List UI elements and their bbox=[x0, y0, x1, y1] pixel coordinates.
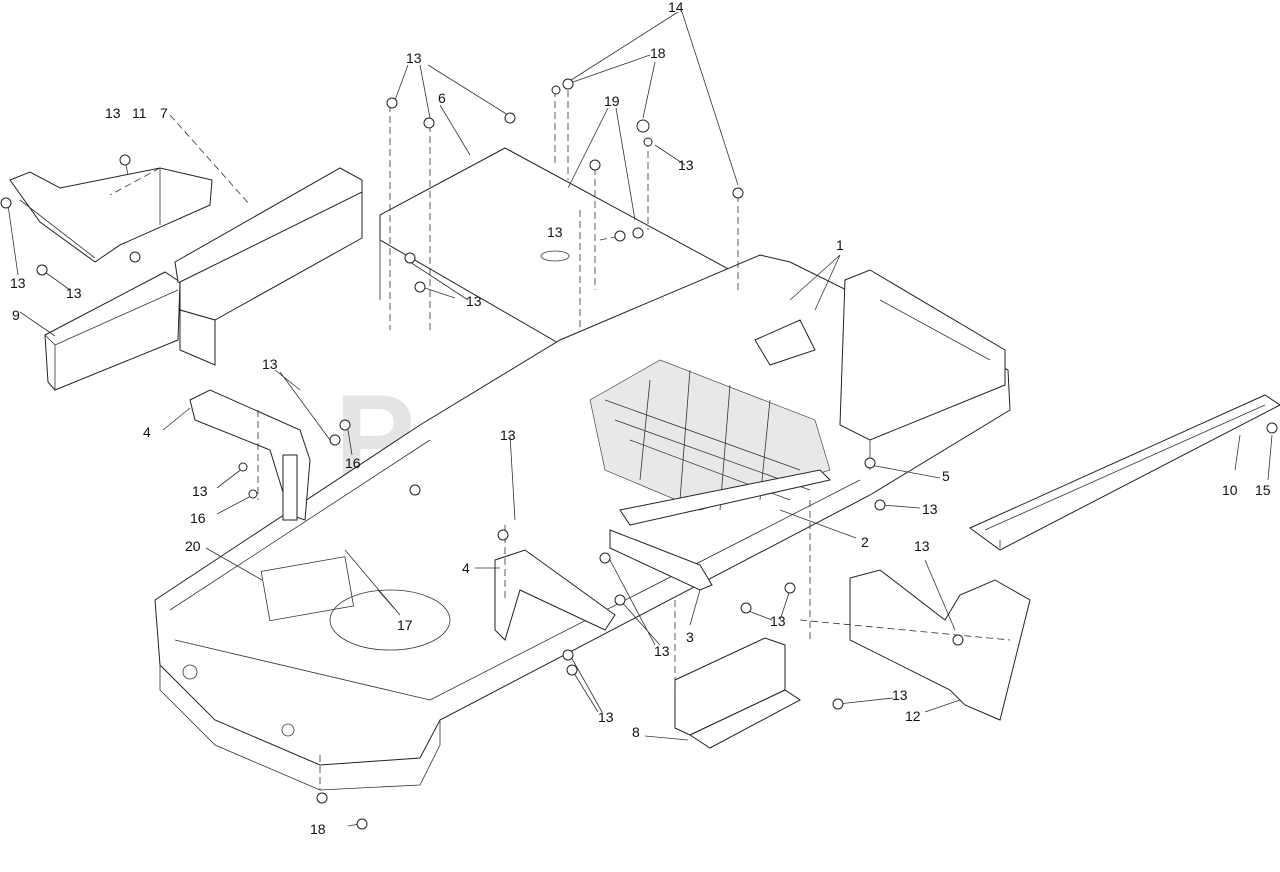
callout-13: 13 bbox=[892, 687, 908, 703]
callout-13: 13 bbox=[770, 613, 786, 629]
bolt bbox=[316, 792, 328, 804]
bolt bbox=[864, 457, 876, 469]
bolt bbox=[599, 552, 611, 564]
bolt bbox=[497, 529, 509, 541]
callout-8: 8 bbox=[632, 724, 640, 740]
callout-13: 13 bbox=[105, 105, 121, 121]
callout-13: 13 bbox=[262, 356, 278, 372]
part-1-bracket bbox=[754, 319, 816, 366]
bolt bbox=[0, 197, 12, 209]
bolt bbox=[238, 462, 248, 472]
part-9-lower-panel bbox=[44, 271, 181, 391]
callout-4: 4 bbox=[462, 560, 470, 576]
callout-3: 3 bbox=[686, 629, 694, 645]
bolt bbox=[409, 484, 421, 496]
callouts: 1 2 3 4 4 5 6 7 8 9 10 11 12 13 13 13 13… bbox=[10, 0, 1271, 837]
bolt bbox=[119, 154, 131, 166]
callout-14: 14 bbox=[668, 0, 684, 15]
bolt bbox=[36, 264, 48, 276]
part-3-arm bbox=[609, 529, 713, 591]
callout-16: 16 bbox=[190, 510, 206, 526]
bolt bbox=[952, 634, 964, 646]
bolt bbox=[562, 78, 574, 90]
callout-13: 13 bbox=[66, 285, 82, 301]
bolt bbox=[784, 582, 796, 594]
callout-18: 18 bbox=[310, 821, 326, 837]
callout-19: 19 bbox=[604, 93, 620, 109]
bolt bbox=[740, 602, 752, 614]
bolt bbox=[874, 499, 886, 511]
callout-13: 13 bbox=[500, 427, 516, 443]
callout-9: 9 bbox=[12, 307, 20, 323]
main-frame bbox=[154, 254, 1011, 791]
bolt bbox=[504, 112, 516, 124]
part-4-bracket-left bbox=[189, 389, 311, 521]
bolt bbox=[732, 187, 744, 199]
bolt bbox=[643, 137, 653, 147]
callout-13: 13 bbox=[466, 293, 482, 309]
callout-13: 13 bbox=[598, 709, 614, 725]
part-8-lower-plate bbox=[674, 637, 801, 749]
bolt bbox=[636, 119, 650, 133]
bolt bbox=[614, 230, 626, 242]
callout-10: 10 bbox=[1222, 482, 1238, 498]
bolt bbox=[589, 159, 601, 171]
part-12-side-shield bbox=[849, 569, 1031, 721]
bolt bbox=[356, 818, 368, 830]
bolt bbox=[423, 117, 435, 129]
callout-13: 13 bbox=[914, 538, 930, 554]
bolt bbox=[566, 664, 578, 676]
bolt bbox=[562, 649, 574, 661]
callout-18: 18 bbox=[650, 45, 666, 61]
part-7-long-rail bbox=[174, 167, 363, 366]
callout-6: 6 bbox=[438, 90, 446, 106]
callout-13: 13 bbox=[922, 501, 938, 517]
callout-16: 16 bbox=[345, 455, 361, 471]
part-2-rod bbox=[619, 469, 831, 526]
bolt bbox=[832, 698, 844, 710]
bolt bbox=[339, 419, 351, 431]
callout-4: 4 bbox=[143, 424, 151, 440]
part-11-fender-bracket bbox=[9, 167, 213, 263]
callout-12: 12 bbox=[905, 708, 921, 724]
grate-plate bbox=[589, 359, 831, 511]
bolt bbox=[404, 252, 416, 264]
callout-13: 13 bbox=[654, 643, 670, 659]
callout-17: 17 bbox=[397, 617, 413, 633]
callout-15: 15 bbox=[1255, 482, 1271, 498]
callout-7: 7 bbox=[160, 105, 168, 121]
callout-11: 11 bbox=[132, 105, 147, 121]
bolt bbox=[614, 594, 626, 606]
part-10-right-rail bbox=[969, 394, 1280, 551]
bolt bbox=[632, 227, 644, 239]
callout-5: 5 bbox=[942, 468, 950, 484]
part-4-bracket-center bbox=[494, 549, 616, 641]
bolt bbox=[414, 281, 426, 293]
callout-13: 13 bbox=[10, 275, 26, 291]
callout-13: 13 bbox=[547, 224, 563, 240]
callout-13: 13 bbox=[406, 50, 422, 66]
callout-20: 20 bbox=[185, 538, 201, 554]
callout-13: 13 bbox=[678, 157, 694, 173]
bolt bbox=[1266, 422, 1278, 434]
callout-13: 13 bbox=[192, 483, 208, 499]
bolt bbox=[551, 85, 561, 95]
fasteners bbox=[0, 78, 1278, 830]
bolt bbox=[129, 251, 141, 263]
bolt bbox=[386, 97, 398, 109]
callout-1: 1 bbox=[836, 237, 844, 253]
bolt bbox=[329, 434, 341, 446]
callout-2: 2 bbox=[861, 534, 869, 550]
bolt bbox=[248, 489, 258, 499]
leader-lines bbox=[7, 11, 1273, 827]
